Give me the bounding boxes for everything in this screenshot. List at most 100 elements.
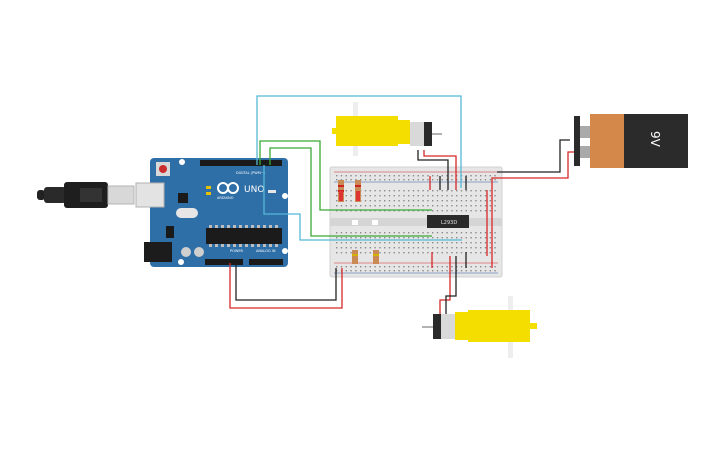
breadboard-hole <box>427 200 429 202</box>
breadboard-hole <box>446 179 448 181</box>
breadboard-hole <box>403 175 405 177</box>
breadboard-hole <box>436 232 439 234</box>
breadboard-hole <box>470 242 472 244</box>
breadboard-hole <box>451 190 453 192</box>
breadboard-hole <box>470 205 472 207</box>
breadboard-hole <box>360 175 362 177</box>
breadboard-hole <box>360 252 362 254</box>
breadboard-hole <box>336 242 338 244</box>
breadboard-hole <box>475 200 477 202</box>
breadboard-hole <box>484 252 487 254</box>
battery-9v[interactable]: 9V <box>574 114 688 168</box>
breadboard-hole <box>432 232 434 234</box>
breadboard-hole <box>489 232 491 234</box>
wire-black[interactable] <box>417 150 449 190</box>
breadboard-hole <box>403 200 405 202</box>
breadboard-hole <box>475 252 477 254</box>
breadboard-hole <box>427 190 429 192</box>
wire-black[interactable] <box>445 256 457 318</box>
resistor[interactable] <box>338 180 344 202</box>
breadboard-hole <box>393 270 395 272</box>
breadboard-hole <box>417 232 419 234</box>
breadboard[interactable] <box>329 166 503 278</box>
breadboard-hole <box>489 237 491 239</box>
breadboard-hole <box>369 237 371 239</box>
wire-red[interactable] <box>491 151 580 268</box>
breadboard-hole <box>350 179 352 181</box>
wire-red[interactable] <box>229 263 343 309</box>
breadboard-hole <box>465 242 467 244</box>
breadboard-hole <box>393 237 395 239</box>
reset-button[interactable] <box>159 165 167 173</box>
wire-red[interactable] <box>423 150 457 190</box>
resistor[interactable] <box>355 180 361 202</box>
breadboard-hole <box>470 175 472 177</box>
breadboard-hole <box>398 242 400 244</box>
breadboard-hole <box>336 210 338 212</box>
breadboard-hole <box>345 270 347 272</box>
wire-red[interactable] <box>439 256 451 318</box>
breadboard-hole <box>393 210 395 212</box>
breadboard-hole <box>369 210 371 212</box>
breadboard-hole <box>446 237 448 239</box>
breadboard-hole <box>350 175 352 177</box>
breadboard-hole <box>393 232 395 234</box>
dc-motor-bottom[interactable] <box>422 296 537 358</box>
breadboard-hole <box>369 266 371 268</box>
breadboard-hole <box>393 175 395 177</box>
breadboard-hole <box>336 175 338 177</box>
resistor[interactable] <box>373 250 379 264</box>
breadboard-hole <box>494 270 496 272</box>
breadboard-hole <box>475 190 477 192</box>
breadboard-hole <box>422 190 424 192</box>
wire-cyan[interactable] <box>256 95 462 188</box>
wire-black[interactable] <box>497 139 570 173</box>
breadboard-hole <box>422 200 424 202</box>
breadboard-hole <box>427 195 429 197</box>
breadboard-hole <box>436 247 439 249</box>
breadboard-hole <box>432 190 434 192</box>
breadboard-hole <box>436 266 439 268</box>
breadboard-hole <box>451 266 453 268</box>
wire-green[interactable] <box>269 147 432 237</box>
l293d-driver-chip[interactable]: L293D <box>427 215 469 228</box>
breadboard-hole <box>446 200 448 202</box>
breadboard-hole <box>340 252 343 254</box>
breadboard-hole <box>345 190 347 192</box>
dc-motor-top[interactable] <box>332 102 442 156</box>
breadboard-hole <box>412 175 415 177</box>
breadboard-hole <box>470 190 472 192</box>
breadboard-hole <box>417 205 419 207</box>
breadboard-hole <box>345 252 347 254</box>
breadboard-hole <box>489 200 491 202</box>
breadboard-hole <box>379 175 381 177</box>
breadboard-hole <box>456 252 458 254</box>
breadboard-hole <box>460 210 463 212</box>
breadboard-hole <box>384 210 386 212</box>
breadboard-hole <box>456 266 458 268</box>
wire-green[interactable] <box>259 140 432 211</box>
breadboard-hole <box>475 195 477 197</box>
breadboard-hole <box>460 200 463 202</box>
breadboard-hole <box>412 270 415 272</box>
breadboard-hole <box>369 175 371 177</box>
breadboard-hole <box>451 195 453 197</box>
breadboard-hole <box>379 266 381 268</box>
usb-cable[interactable] <box>37 182 135 208</box>
breadboard-hole <box>470 210 472 212</box>
breadboard-hole <box>494 266 496 268</box>
wire-cyan[interactable] <box>263 165 462 241</box>
arduino-uno-board[interactable]: UNO ARDUINO DIGITAL (PWM~) POWER ANALOG … <box>135 158 288 267</box>
breadboard-hole <box>345 205 347 207</box>
breadboard-hole <box>379 270 381 272</box>
wire-black[interactable] <box>235 263 337 301</box>
breadboard-hole <box>460 205 463 207</box>
breadboard-hole <box>451 252 453 254</box>
breadboard-hole <box>436 195 439 197</box>
breadboard-hole <box>388 190 391 192</box>
breadboard-hole <box>451 200 453 202</box>
breadboard-hole <box>374 205 376 207</box>
breadboard-hole <box>484 266 487 268</box>
breadboard-hole <box>432 242 434 244</box>
resistor[interactable] <box>352 250 358 264</box>
